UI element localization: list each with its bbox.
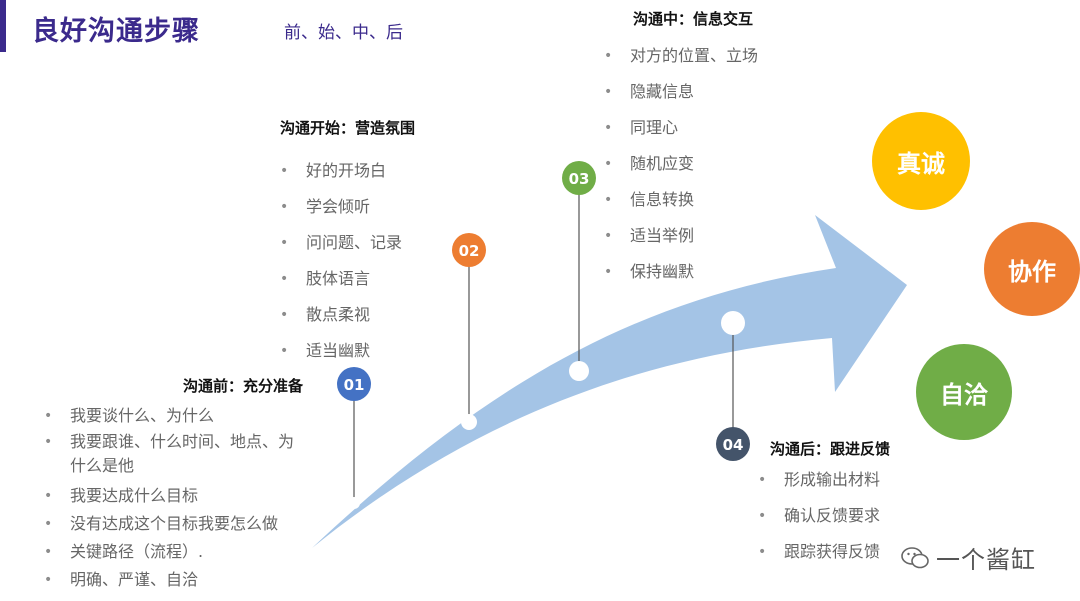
page-subtitle: 前、始、中、后 <box>284 23 403 43</box>
stage-02-list: 好的开场白 学会倾听 问问题、记录 肢体语言 散点柔视 适当幽默 <box>280 153 402 369</box>
list-item: 随机应变 <box>604 146 758 182</box>
list-item: 跟踪获得反馈 <box>758 534 880 570</box>
value-circle-collaboration: 协作 <box>984 222 1080 316</box>
stage-04-heading: 沟通后：跟进反馈 <box>770 440 891 458</box>
list-item: 适当幽默 <box>280 333 402 369</box>
step-badge-03: 03 <box>562 161 596 195</box>
list-item: 确认反馈要求 <box>758 498 880 534</box>
list-item: 学会倾听 <box>280 189 402 225</box>
watermark-text: 一个酱缸 <box>936 546 1036 574</box>
step-badge-04: 04 <box>716 427 750 461</box>
wechat-icon <box>901 546 929 568</box>
anchor-dot-03 <box>569 361 589 381</box>
list-item: 没有达成这个目标我要怎么做 <box>44 510 306 538</box>
list-item: 适当举例 <box>604 218 758 254</box>
list-item: 形成输出材料 <box>758 462 880 498</box>
step-badge-01: 01 <box>337 367 371 401</box>
anchor-dot-01 <box>348 497 360 509</box>
watermark: 一个酱缸 <box>900 540 1036 575</box>
stage-03-list: 对方的位置、立场 隐藏信息 同理心 随机应变 信息转换 适当举例 保持幽默 <box>604 38 758 290</box>
list-item: 隐藏信息 <box>604 74 758 110</box>
stage-01-heading: 沟通前：充分准备 <box>183 377 304 395</box>
page-title: 良好沟通步骤 <box>32 16 200 47</box>
list-item: 问问题、记录 <box>280 225 402 261</box>
stage-04-list: 形成输出材料 确认反馈要求 跟踪获得反馈 <box>758 462 880 570</box>
list-item: 我要达成什么目标 <box>44 482 306 510</box>
stage-03-heading: 沟通中：信息交互 <box>633 10 754 28</box>
progress-arrow <box>312 215 907 548</box>
list-item: 关键路径（流程）. <box>44 538 306 566</box>
anchor-dot-04 <box>721 311 745 335</box>
list-item: 对方的位置、立场 <box>604 38 758 74</box>
value-circle-sincerity: 真诚 <box>872 112 970 210</box>
list-item: 好的开场白 <box>280 153 402 189</box>
list-item: 明确、严谨、自洽 <box>44 566 306 594</box>
list-item: 散点柔视 <box>280 297 402 333</box>
step-number-01: 01 <box>344 376 365 394</box>
title-accent-bar <box>0 0 6 52</box>
stage-01-list: 我要谈什么、为什么 我要跟谁、什么时间、地点、为什么是他 我要达成什么目标 没有… <box>44 402 306 594</box>
list-item: 我要谈什么、为什么 <box>44 402 306 430</box>
list-item: 同理心 <box>604 110 758 146</box>
list-item: 保持幽默 <box>604 254 758 290</box>
list-item: 信息转换 <box>604 182 758 218</box>
step-number-03: 03 <box>569 170 590 188</box>
stage-02-heading: 沟通开始：营造氛围 <box>280 119 416 137</box>
step-number-04: 04 <box>723 436 744 454</box>
list-item: 肢体语言 <box>280 261 402 297</box>
step-badge-02: 02 <box>452 233 486 267</box>
value-circle-consistency: 自洽 <box>916 344 1012 440</box>
list-item: 我要跟谁、什么时间、地点、为什么是他 <box>44 430 306 478</box>
step-number-02: 02 <box>459 242 480 260</box>
anchor-dot-02 <box>461 414 477 430</box>
